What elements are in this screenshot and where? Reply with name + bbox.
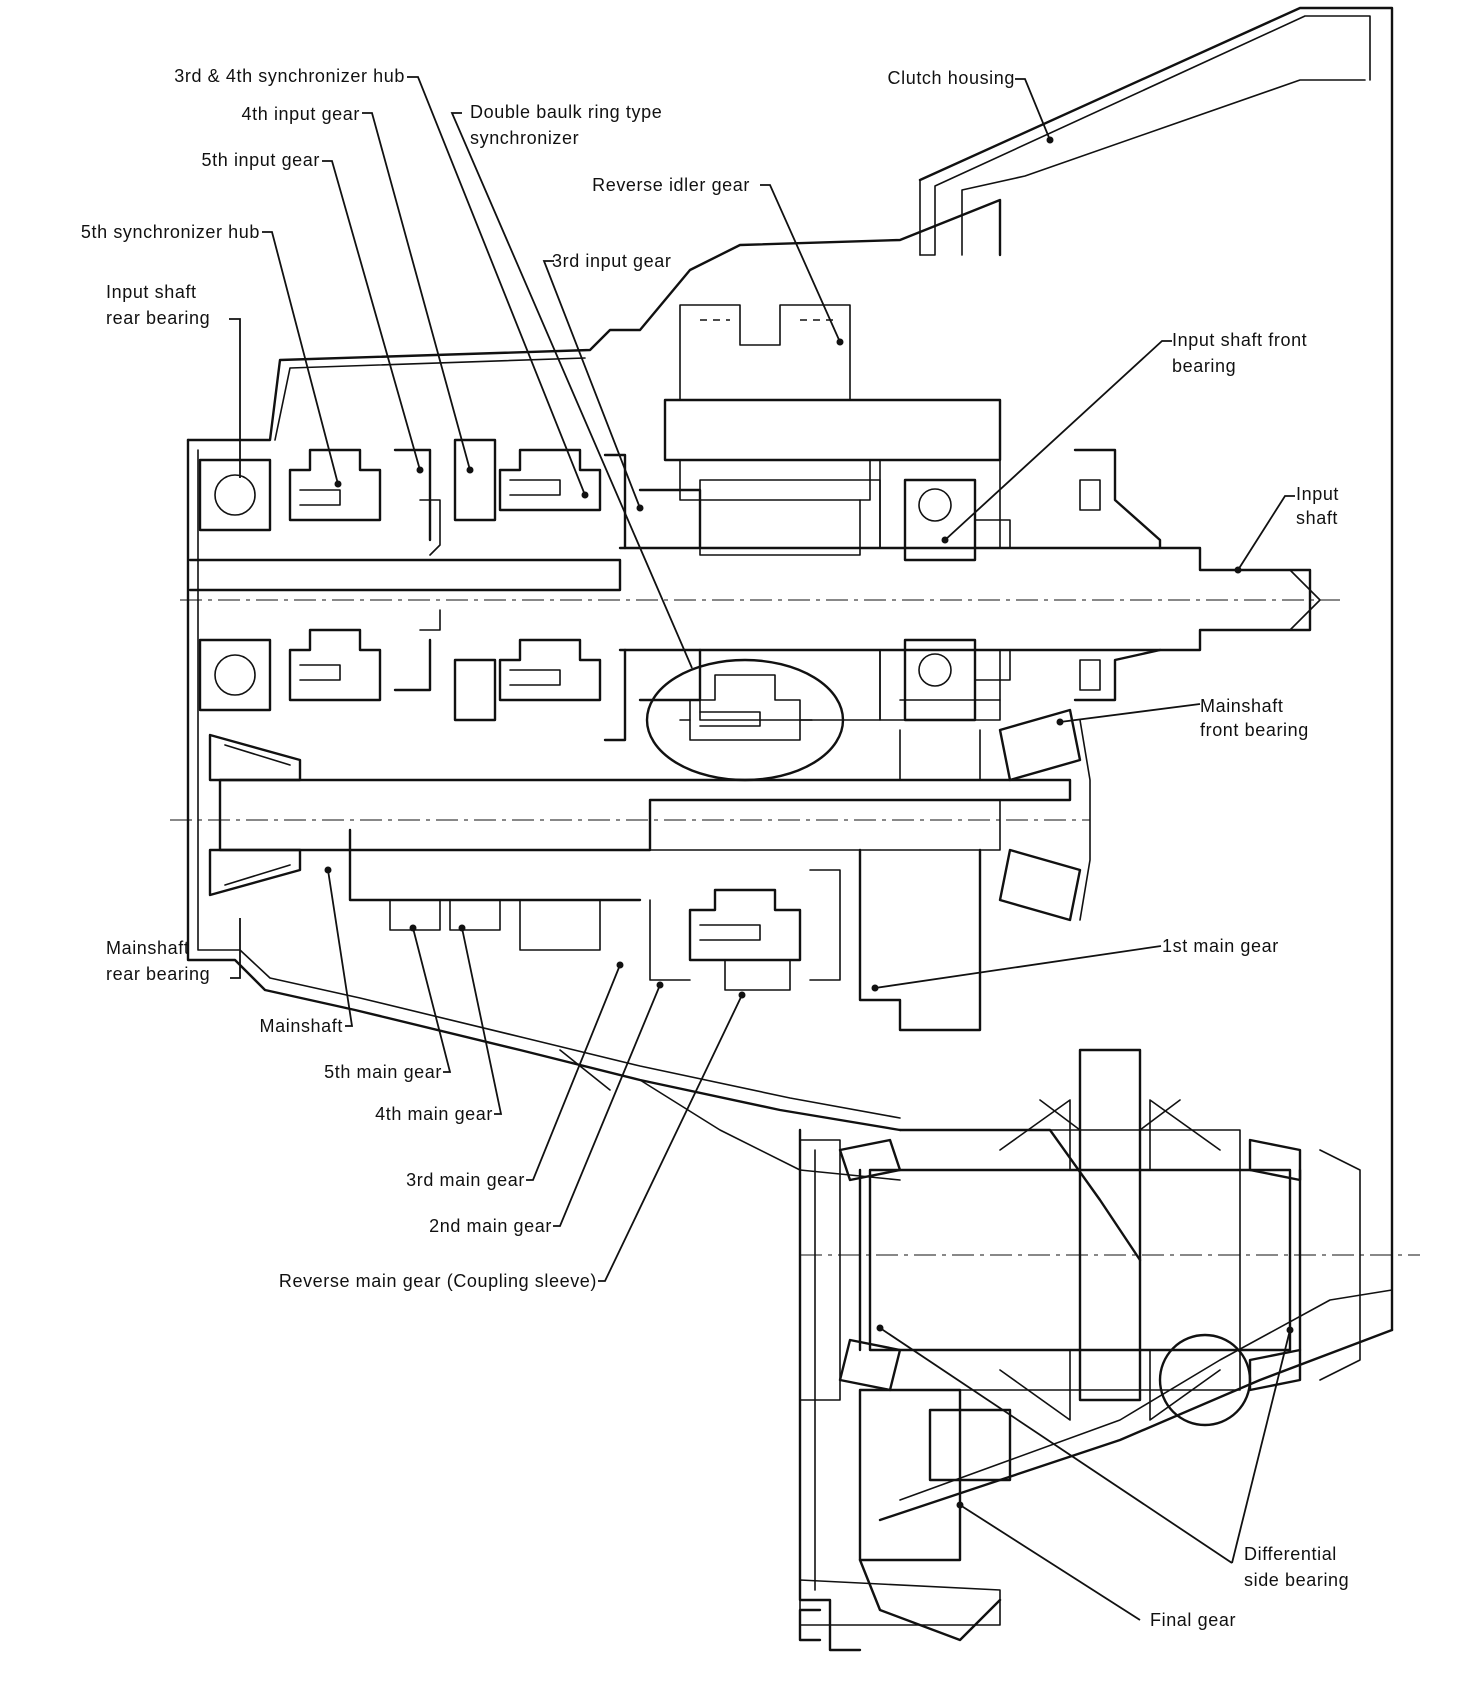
label-2nd-main-gear: 2nd main gear [429,1216,552,1236]
label-5th-input-gear: 5th input gear [201,150,320,170]
third-input-gear [638,488,702,702]
label-mainshaft: Mainshaft [259,1016,343,1036]
mainshaft-rear-bearing [208,733,302,897]
label-input-shaft-front-bearing-line2: bearing [1172,356,1237,376]
label-input-shaft-rear-bearing-line1: Input shaft [106,282,197,302]
label-reverse-idler-gear: Reverse idler gear [592,175,750,195]
leader-lines [229,76,1295,1621]
label-mainshaft-rear-bearing-line1: Mainshaft [106,938,190,958]
label-clutch-housing: Clutch housing [887,68,1015,88]
label-mainshaft-front-bearing-line1: Mainshaft [1200,696,1284,716]
label-3rd-input-gear: 3rd input gear [552,251,672,271]
label-4th-input-gear: 4th input gear [241,104,360,124]
label-4th-main-gear: 4th main gear [375,1104,493,1124]
leader-dots [324,136,1294,1509]
label-reverse-main-gear: Reverse main gear (Coupling sleeve) [278,1271,597,1291]
label-3rd-4th-synchronizer-hub: 3rd & 4th synchronizer hub [174,66,405,86]
mainshaft-front-bearing [998,708,1091,922]
label-differential-side-bearing-line2: side bearing [1244,1570,1350,1590]
label-mainshaft-rear-bearing-line2: rear bearing [106,964,211,984]
reverse-main-gear [649,869,841,991]
centerlines [170,599,1420,1256]
label-1st-main-gear: 1st main gear [1162,936,1279,956]
label-final-gear: Final gear [1150,1610,1237,1630]
reverse-idler-gear [663,304,1002,556]
input-shaft [188,459,1321,721]
fifth-synchronizer-assembly [288,448,441,702]
input-shaft-rear-bearing [198,458,272,712]
label-5th-main-gear: 5th main gear [324,1062,442,1082]
mainshaft [218,778,1072,951]
third-fourth-synchronizer-assembly [453,438,627,742]
double-baulk-ring-synchronizer [645,658,845,782]
input-shaft-seal [974,448,1162,702]
label-input-shaft-line1: Input [1296,484,1340,504]
label-differential-side-bearing-line1: Differential [1244,1544,1337,1564]
differential-side-bearing-right [1248,1138,1361,1392]
label-3rd-main-gear: 3rd main gear [406,1170,525,1190]
differential-side-bearing-left [799,1138,902,1401]
label-mainshaft-front-bearing-line2: front bearing [1200,720,1309,740]
label-input-shaft-rear-bearing-line2: rear bearing [106,308,211,328]
differential-assembly [858,1048,1302,1421]
label-double-baulk-ring-line2: synchronizer [470,128,580,148]
label-input-shaft-line2: shaft [1296,508,1339,528]
transmission-case [186,198,1142,1262]
label-input-shaft-front-bearing-line1: Input shaft front [1172,330,1308,350]
label-5th-synchronizer-hub: 5th synchronizer hub [80,222,260,242]
clutch-housing [878,6,1394,1522]
first-main-gear [858,699,1001,1032]
label-double-baulk-ring-line1: Double baulk ring type [470,102,663,122]
differential-housing [798,1128,1252,1652]
